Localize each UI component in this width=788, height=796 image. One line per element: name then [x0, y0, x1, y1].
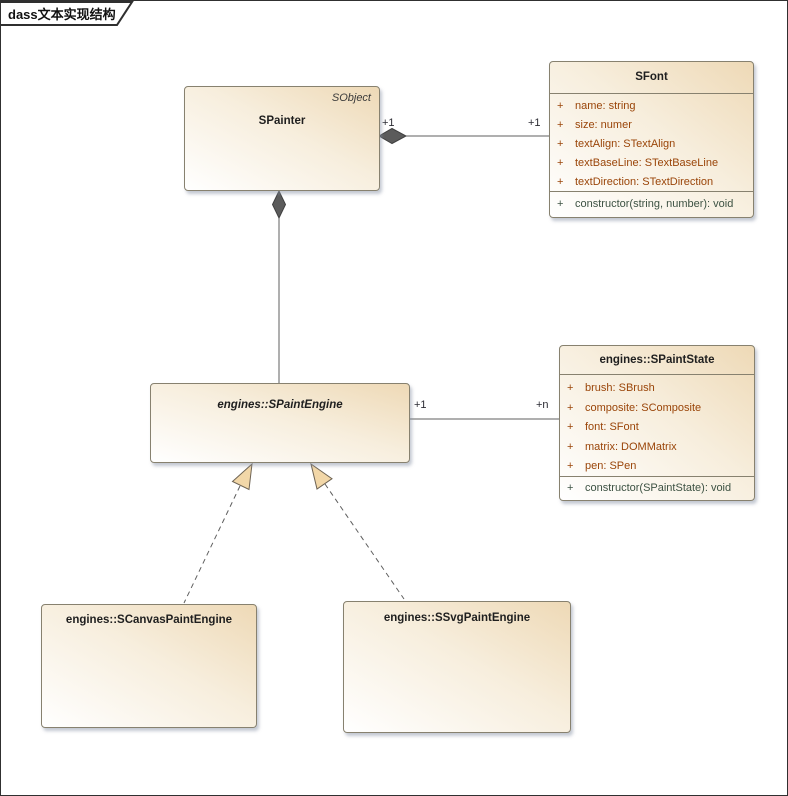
- visibility: +: [557, 198, 564, 210]
- class-spaintengine[interactable]: engines::SPaintEngine: [150, 383, 410, 463]
- attribute-text: size: numer: [575, 119, 632, 131]
- visibility: +: [557, 138, 564, 150]
- visibility: +: [557, 176, 564, 188]
- multiplicity-engine-end: +1: [414, 399, 427, 411]
- sfont-attributes: + name: string + size: numer + textAlign…: [550, 93, 753, 191]
- class-scanvaspaintengine[interactable]: engines::SCanvasPaintEngine: [41, 604, 257, 728]
- attribute-row: + composite: SComposite: [560, 399, 754, 419]
- spaintstate-attributes: + brush: SBrush + composite: SComposite …: [560, 374, 754, 476]
- class-ssvgpaintengine[interactable]: engines::SSvgPaintEngine: [343, 601, 571, 733]
- class-name: engines::SPaintState: [599, 354, 715, 366]
- attribute-text: textAlign: STextAlign: [575, 138, 676, 150]
- class-spainter[interactable]: SObject SPainter: [184, 86, 380, 191]
- attribute-text: name: string: [575, 100, 636, 112]
- multiplicity-painter-end: +1: [382, 117, 395, 129]
- visibility: +: [567, 382, 574, 394]
- composition-diamond-painter-font[interactable]: [377, 127, 408, 145]
- attribute-row: + size: numer: [550, 116, 753, 135]
- attribute-text: matrix: DOMMatrix: [585, 440, 677, 453]
- parent-annotation: SObject: [331, 92, 371, 104]
- attribute-text: textBaseLine: STextBaseLine: [575, 157, 719, 169]
- visibility: +: [567, 421, 574, 434]
- visibility: +: [567, 440, 574, 453]
- diagram-title: dass文本实现结构: [8, 7, 116, 22]
- attribute-text: textDirection: STextDirection: [575, 176, 714, 188]
- operation-text: constructor(SPaintState): void: [585, 482, 732, 494]
- multiplicity-font-end: +1: [528, 117, 541, 129]
- attribute-row: + textBaseLine: STextBaseLine: [550, 154, 753, 173]
- connector-svg-realization[interactable]: [324, 483, 405, 600]
- realization-triangle-canvas[interactable]: [231, 462, 253, 491]
- class-spaintstate[interactable]: engines::SPaintState + brush: SBrush + c…: [559, 345, 755, 501]
- attribute-row: + name: string: [550, 97, 753, 116]
- class-name: engines::SPaintEngine: [217, 399, 343, 411]
- frame-tab-shape: [1, 1, 134, 26]
- realization-triangle-svg[interactable]: [310, 462, 333, 490]
- visibility: +: [557, 157, 564, 169]
- multiplicity-state-end: +n: [536, 399, 549, 411]
- visibility: +: [567, 460, 574, 473]
- visibility: +: [567, 482, 574, 494]
- attribute-text: pen: SPen: [585, 460, 637, 473]
- class-sfont[interactable]: SFont + name: string + size: numer + tex…: [549, 61, 754, 218]
- class-name: SFont: [635, 71, 668, 83]
- attribute-row: + matrix: DOMMatrix: [560, 438, 754, 458]
- connector-canvas-realization[interactable]: [183, 485, 241, 604]
- sfont-operations: + constructor(string, number): void: [550, 191, 753, 218]
- attribute-text: font: SFont: [585, 421, 639, 434]
- attribute-row: + textAlign: STextAlign: [550, 135, 753, 154]
- class-name: SPainter: [258, 115, 306, 127]
- visibility: +: [567, 401, 574, 414]
- operation-text: constructor(string, number): void: [575, 198, 734, 210]
- attribute-text: composite: SComposite: [585, 401, 702, 414]
- attribute-row: + font: SFont: [560, 418, 754, 438]
- operation-row: + constructor(SPaintState): void: [560, 482, 754, 494]
- spaintstate-operations: + constructor(SPaintState): void: [560, 476, 754, 501]
- class-name: engines::SCanvasPaintEngine: [65, 614, 233, 626]
- class-name: engines::SSvgPaintEngine: [383, 612, 531, 624]
- attribute-row: + brush: SBrush: [560, 379, 754, 399]
- attribute-row: + textDirection: STextDirection: [550, 173, 753, 191]
- operation-row: + constructor(string, number): void: [550, 198, 753, 210]
- visibility: +: [557, 119, 564, 131]
- attribute-row: + pen: SPen: [560, 457, 754, 476]
- composition-diamond-painter-engine[interactable]: [271, 189, 287, 220]
- attribute-text: brush: SBrush: [585, 382, 655, 394]
- visibility: +: [557, 100, 564, 112]
- frame-tab-outline: [1, 1, 134, 26]
